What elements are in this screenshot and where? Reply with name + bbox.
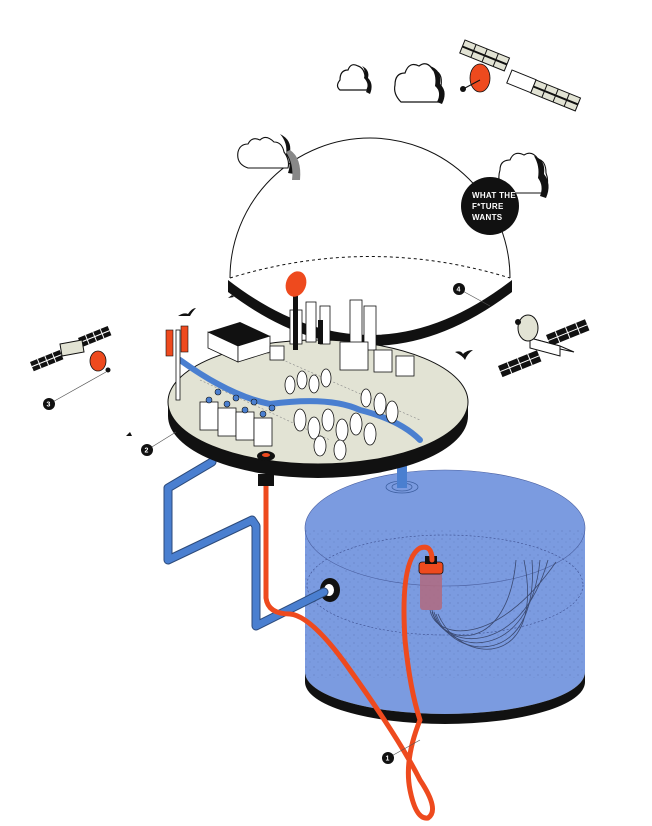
cloud-small-top xyxy=(336,64,372,94)
blue-pipe xyxy=(163,457,329,631)
callout-3-number: 3 xyxy=(47,402,51,409)
bird-icon xyxy=(126,432,132,436)
cloud-large-top xyxy=(394,63,445,104)
satellite-left xyxy=(30,326,112,373)
satellite-right xyxy=(497,314,590,378)
callout-2: 2 xyxy=(141,431,177,456)
callout-3: 3 xyxy=(43,371,107,410)
server-racks xyxy=(199,388,276,447)
cloud-left-dome xyxy=(237,134,301,180)
dish-icon xyxy=(469,63,491,93)
bird-icon xyxy=(228,295,234,298)
water-tank xyxy=(304,460,586,724)
badge-line-2: F*TURE xyxy=(472,202,504,211)
dish-icon xyxy=(285,271,307,297)
trees xyxy=(284,368,399,461)
badge-line-1: WHAT THE xyxy=(472,191,516,200)
callout-4-number: 4 xyxy=(457,287,461,294)
dish-icon xyxy=(89,350,107,372)
badge-line-3: WANTS xyxy=(472,213,503,222)
dish-icon xyxy=(517,314,539,342)
bird-icon xyxy=(455,350,473,360)
city-platform xyxy=(165,271,469,478)
bird-icon xyxy=(178,308,196,316)
callout-4: 4 xyxy=(453,283,491,307)
satellite-top-right xyxy=(459,39,582,112)
bird-icons xyxy=(126,295,473,436)
orange-cable xyxy=(258,474,435,821)
callout-1: 1 xyxy=(382,739,421,764)
callout-1-number: 1 xyxy=(386,756,390,763)
callout-2-number: 2 xyxy=(145,448,149,455)
fiber-strands xyxy=(429,559,557,650)
title-badge: WHAT THE F*TURE WANTS xyxy=(461,177,519,235)
